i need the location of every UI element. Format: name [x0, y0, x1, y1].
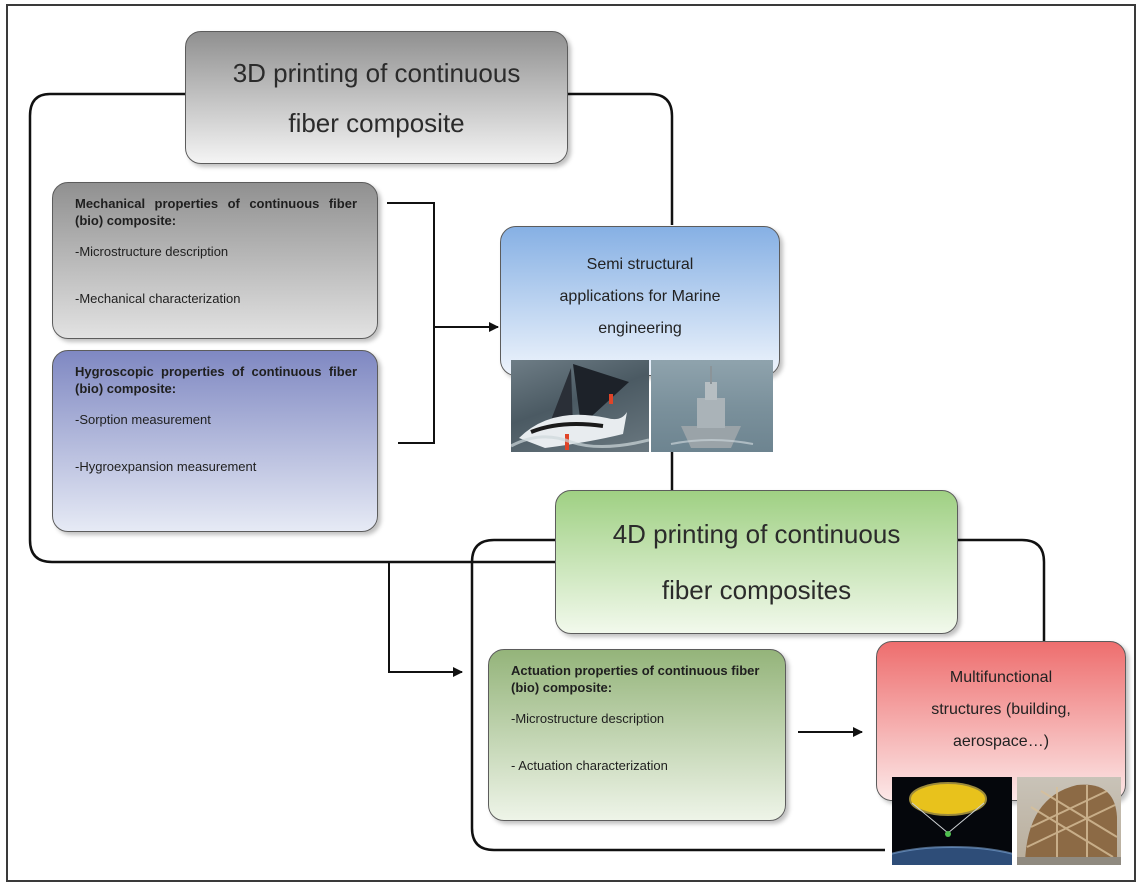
multi-line-2: structures (building, [931, 701, 1071, 718]
sailboat-photo [511, 360, 649, 452]
mechanical-item-2: -Mechanical characterization [75, 291, 241, 306]
sailboat-graphic [511, 364, 649, 450]
actuation-properties-box: Actuation properties of continuous fiber… [488, 649, 786, 821]
actuation-item-1: -Microstructure description [511, 711, 665, 726]
space-antenna-graphic [892, 782, 1012, 865]
marine-line-2: applications for Marine [559, 288, 721, 305]
loop-4d-right [958, 538, 1046, 642]
mechanical-properties-box: Mechanical properties of continuous fibe… [52, 182, 378, 339]
title-4d-line-1: 4D printing of continuous [612, 519, 901, 549]
multifunctional-application-box: Multifunctional structures (building, ae… [876, 641, 1126, 801]
marine-line-3: engineering [598, 320, 682, 337]
wooden-structure-graphic [1017, 784, 1121, 865]
bracket [387, 202, 435, 444]
marine-line-1: Semi structural [586, 256, 694, 273]
down-arrow [388, 562, 463, 677]
mechanical-heading: Mechanical properties of continuous fibe… [75, 196, 357, 228]
naval-ship-graphic [670, 366, 754, 448]
title-3d-line-2: fiber composite [288, 107, 465, 138]
title-4d-printing: 4D printing of continuous fiber composit… [555, 490, 958, 634]
hygroscopic-item-1: -Sorption measurement [75, 412, 211, 427]
space-antenna-photo [892, 777, 1012, 865]
multi-line-3: aerospace…) [952, 733, 1050, 750]
mechanical-item-1: -Microstructure description [75, 244, 229, 259]
multi-line-1: Multifunctional [949, 669, 1053, 686]
hygroscopic-properties-box: Hygroscopic properties of continuous fib… [52, 350, 378, 532]
naval-ship-photo [651, 360, 773, 452]
actuation-heading: Actuation properties of continuous fiber… [511, 663, 760, 695]
loop-3d-right [568, 92, 674, 225]
hygroscopic-heading: Hygroscopic properties of continuous fib… [75, 364, 357, 396]
actuation-item-2: - Actuation characterization [511, 758, 668, 773]
marine-application-box: Semi structural applications for Marine … [500, 226, 780, 376]
hygroscopic-item-2: -Hygroexpansion measurement [75, 459, 257, 474]
title-4d-line-2: fiber composites [661, 575, 852, 605]
title-3d-line-1: 3D printing of continuous [232, 57, 521, 88]
loop-3d [28, 92, 555, 564]
title-3d-printing: 3D printing of continuous fiber composit… [185, 31, 568, 164]
wooden-structure-photo [1017, 777, 1121, 865]
loop-4d [470, 538, 885, 852]
